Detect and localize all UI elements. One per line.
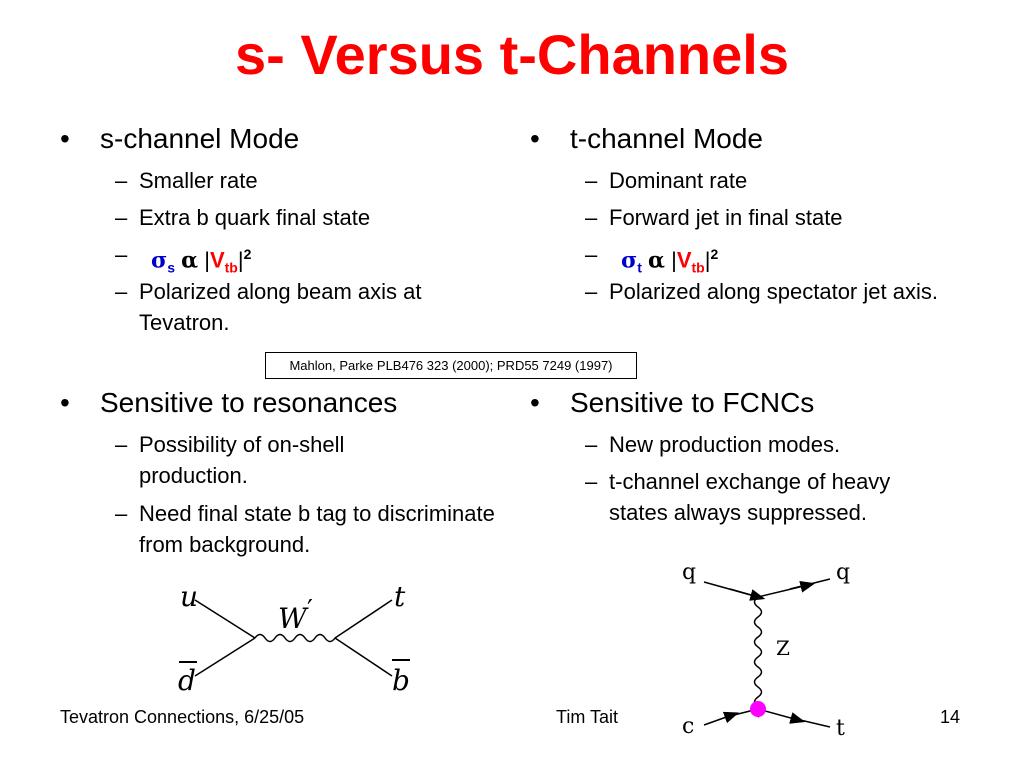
z-boson-line [753, 596, 763, 718]
sub-text: Polarized along beam axis at Tevatron. [139, 279, 422, 335]
abs-bar: | [671, 247, 677, 273]
abs-bar: | [704, 247, 711, 273]
v-symbol: V [676, 247, 692, 273]
sub-item: – Dominant rate [585, 165, 1024, 202]
label-q-in: q [682, 560, 696, 585]
footer-left: Tevatron Connections, 6/25/05 [60, 707, 305, 727]
dash: – [585, 168, 598, 193]
bullet-s-channel: • s-channel Mode [60, 123, 500, 165]
label-q-out: q [836, 560, 850, 585]
label-t: t [394, 580, 406, 613]
label-w-prime: ′ [307, 595, 313, 625]
b-quark-line [334, 637, 393, 677]
bullet-dot: • [530, 387, 540, 418]
t-channel-section: • t-channel Mode – Dominant rate – Forwa… [530, 123, 970, 340]
dash: – [115, 205, 128, 230]
bullet-fcnc: • Sensitive to FCNCs [530, 387, 970, 429]
dash: – [115, 279, 128, 304]
t-channel-feynman-diagram: q q Z c t [682, 560, 850, 741]
sub-item: – Polarized along spectator jet axis. [585, 276, 1024, 340]
c-in-line [703, 711, 740, 726]
dash: – [115, 501, 128, 526]
formula-item: – σs α |Vtb|2 [115, 239, 555, 276]
s-channel-section: • s-channel Mode – Smaller rate – Extra … [60, 123, 500, 340]
sub-item: – Extra b quark final state [115, 202, 555, 239]
sub-text: Dominant rate [609, 168, 748, 193]
label-t: t [836, 716, 845, 741]
fcnc-section: • Sensitive to FCNCs – New production mo… [530, 387, 970, 530]
page-number: 14 [940, 707, 961, 727]
sub-text: Possibility of on-shell production. [139, 432, 345, 488]
v-subscript: tb [691, 259, 705, 276]
t-quark-line [334, 599, 393, 639]
citation-box: Mahlon, Parke PLB476 323 (2000); PRD55 7… [265, 352, 637, 379]
v-subscript: tb [224, 259, 238, 276]
sub-item: – Forward jet in final state [585, 202, 1024, 239]
sub-text: Smaller rate [139, 168, 258, 193]
s-channel-feynman-diagram: u d W ′ t b [178, 580, 410, 697]
bullet-text: Sensitive to resonances [100, 387, 398, 418]
sub-text: New production modes. [609, 432, 841, 457]
label-d: d [178, 664, 196, 697]
sub-item: – Need final state b tag to discriminate… [115, 498, 565, 562]
sub-item: – Smaller rate [115, 165, 555, 202]
dash: – [585, 432, 598, 457]
q-in-segment [729, 588, 759, 598]
exponent: 2 [710, 246, 719, 262]
sub-item: – Possibility of on-shell production. [115, 429, 565, 498]
dash: – [115, 168, 128, 193]
proportional-symbol: α [648, 247, 665, 274]
exponent: 2 [243, 246, 252, 262]
dash: – [585, 469, 598, 494]
sigma-symbol: σ [151, 247, 168, 274]
formula: σt α |Vtb|2 [621, 239, 981, 284]
sub-text: Forward jet in final state [609, 205, 843, 230]
bullet-text: s-channel Mode [100, 123, 300, 154]
sub-text: t-channel exchange of heavy states alway… [609, 469, 891, 525]
dash: – [115, 432, 128, 457]
dash: – [585, 242, 598, 267]
t-out-segment [795, 718, 831, 728]
label-u: u [180, 580, 198, 613]
sub-text: Extra b quark final state [139, 205, 371, 230]
label-b: b [392, 664, 410, 697]
abs-bar: | [237, 247, 244, 273]
label-z: Z [776, 636, 790, 660]
sub-item: – t-channel exchange of heavy states alw… [585, 466, 1024, 530]
bullet-dot: • [60, 123, 70, 154]
formula: σs α |Vtb|2 [151, 239, 511, 284]
bullet-dot: • [60, 387, 70, 418]
bullet-dot: • [530, 123, 540, 154]
fcnc-vertex [750, 701, 766, 717]
bullet-text: t-channel Mode [570, 123, 764, 154]
sub-item: – New production modes. [585, 429, 1024, 466]
w-boson-line [254, 633, 336, 643]
formula-item: – σt α |Vtb|2 [585, 239, 1024, 276]
label-c: c [682, 714, 694, 739]
label-w: W [278, 602, 309, 635]
sigma-symbol: σ [621, 247, 638, 274]
dash: – [585, 205, 598, 230]
sub-text: Need final state b tag to discriminate f… [139, 501, 495, 557]
bullet-text: Sensitive to FCNCs [570, 387, 815, 418]
sub-item: – Polarized along beam axis at Tevatron. [115, 276, 555, 340]
sigma-subscript: t [637, 259, 642, 276]
dash: – [585, 279, 598, 304]
proportional-symbol: α [181, 247, 199, 274]
sigma-subscript: s [167, 259, 176, 276]
d-quark-line [194, 637, 256, 677]
dash: – [115, 242, 128, 267]
sub-text: Polarized along spectator jet axis. [609, 279, 938, 304]
footer-center: Tim Tait [556, 707, 619, 727]
resonances-section: • Sensitive to resonances – Possibility … [60, 387, 510, 562]
u-quark-line [194, 599, 256, 639]
bullet-resonances: • Sensitive to resonances [60, 387, 510, 429]
v-symbol: V [209, 247, 225, 273]
slide-title: s- Versus t-Channels [235, 23, 789, 86]
abs-bar: | [204, 247, 210, 273]
bullet-t-channel: • t-channel Mode [530, 123, 970, 165]
q-out-segment [789, 578, 831, 590]
